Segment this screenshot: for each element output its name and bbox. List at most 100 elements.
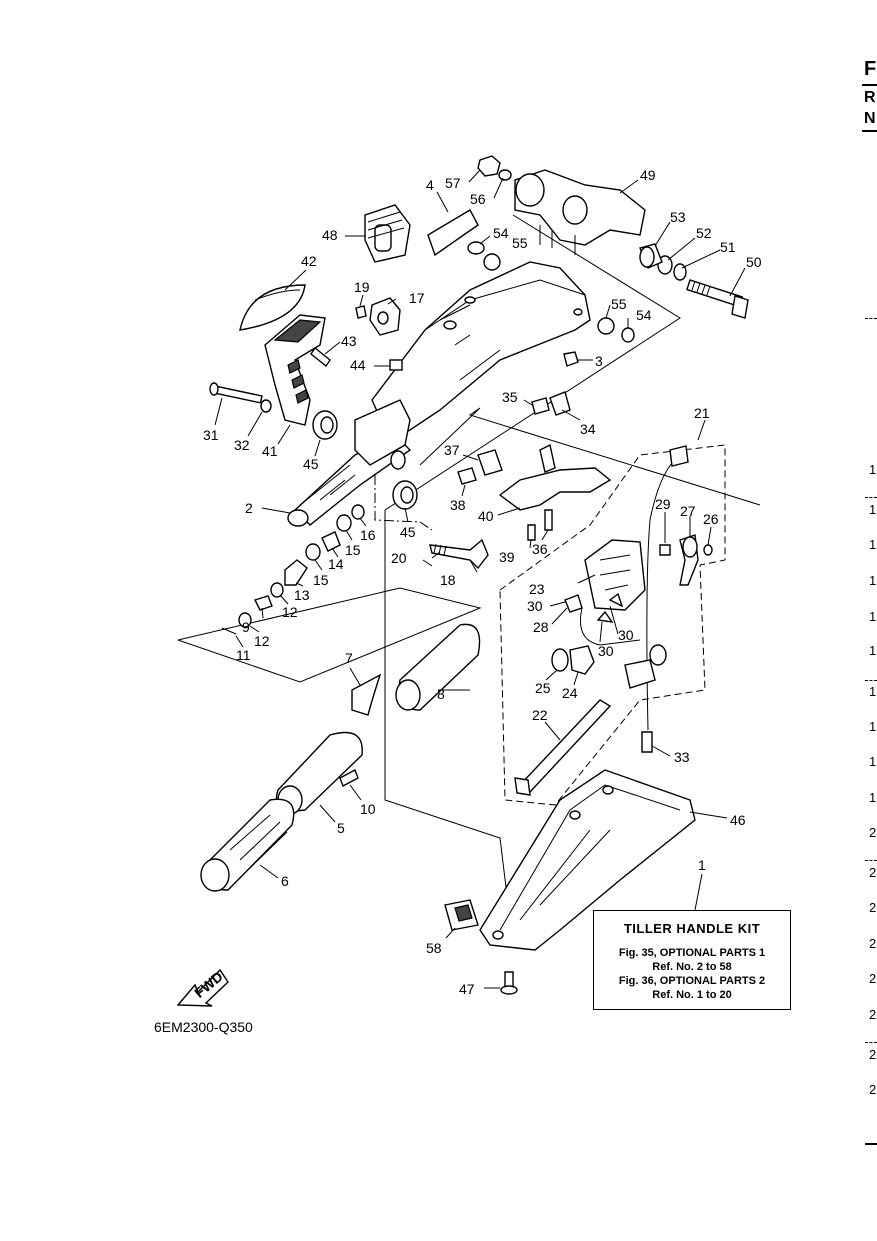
kit-box-line: Ref. No. 1 to 20 xyxy=(652,989,732,1001)
callout-58: 58 xyxy=(426,940,442,956)
tiller-bracket-yoke xyxy=(354,399,411,466)
callout-50: 50 xyxy=(746,254,762,270)
fwd-arrow-icon: FWD xyxy=(176,968,229,1007)
callout-10: 10 xyxy=(360,801,376,817)
tiller-handle-kit-box: TILLER HANDLE KIT Fig. 35, OPTIONAL PART… xyxy=(593,910,791,1010)
part-15b xyxy=(305,543,321,561)
bolt-31-head xyxy=(209,382,219,396)
tiller-bracket-body xyxy=(371,261,591,441)
callout-57: 57 xyxy=(445,175,461,191)
edge-rule xyxy=(862,84,877,86)
group-outline-bracket xyxy=(384,214,681,921)
callout-12b: 12 xyxy=(254,633,270,649)
bracket-40-tab xyxy=(539,443,556,473)
part-9 xyxy=(254,595,273,611)
edge-letter-f: F xyxy=(864,58,877,80)
group-outline-handle-kit xyxy=(419,407,761,506)
callout-22: 22 xyxy=(532,707,548,723)
gear-24 xyxy=(569,645,595,675)
edge-letter-n: N xyxy=(864,110,876,127)
callout-2: 2 xyxy=(245,500,253,516)
pad-44 xyxy=(389,359,403,371)
bracket-49-tabs xyxy=(539,225,576,255)
callout-52: 52 xyxy=(696,225,712,241)
edge-mark: 1 xyxy=(869,684,877,699)
tiller-arm-detail xyxy=(299,464,356,506)
grip-6-end xyxy=(200,858,230,892)
callout-33: 33 xyxy=(674,749,690,765)
edge-mark: 1 xyxy=(869,719,877,734)
kit-box-line: Ref. No. 2 to 58 xyxy=(652,961,732,973)
callout-11: 11 xyxy=(236,647,251,663)
grommet-48-slot xyxy=(374,224,392,252)
edge-dash xyxy=(865,860,877,861)
edge-mark: 2 xyxy=(869,971,877,986)
lower-cover-46-inner xyxy=(499,784,681,931)
edge-rule xyxy=(862,130,877,132)
pin-11 xyxy=(221,627,237,635)
callout-23: 23 xyxy=(529,581,545,597)
callout-9: 9 xyxy=(242,619,250,635)
bolt-47-head xyxy=(500,985,518,995)
callout-55b: 55 xyxy=(611,296,627,312)
washer-54a xyxy=(467,241,485,255)
edge-mark: 2 xyxy=(869,936,877,951)
screw-29 xyxy=(659,544,671,556)
callout-16: 16 xyxy=(360,527,376,543)
callout-31: 31 xyxy=(203,427,219,443)
grip-6-slots xyxy=(229,814,288,869)
clip-37 xyxy=(477,449,503,476)
bracket-hole xyxy=(573,308,583,316)
bushing-45c xyxy=(390,450,406,470)
callout-47: 47 xyxy=(459,981,475,997)
clamp-58-detail xyxy=(454,904,473,922)
callout-40: 40 xyxy=(478,508,494,524)
callout-4: 4 xyxy=(426,177,434,193)
callout-54b: 54 xyxy=(636,307,652,323)
screw-10 xyxy=(339,769,359,787)
sleeve-13 xyxy=(284,559,308,586)
cover-7 xyxy=(351,673,382,716)
edge-mark: 1 xyxy=(869,573,877,588)
kit-box-line: Fig. 35, OPTIONAL PARTS 1 xyxy=(618,947,766,959)
callout-39: 39 xyxy=(499,549,515,565)
switch-17-hole xyxy=(377,311,389,325)
bracket-49-hole xyxy=(562,195,588,225)
edge-mark: 2 xyxy=(869,1007,877,1022)
callout-3: 3 xyxy=(595,353,603,369)
callout-19: 19 xyxy=(354,279,370,295)
pin-20 xyxy=(422,559,433,567)
grip-41-ribs xyxy=(287,359,309,404)
callout-41: 41 xyxy=(262,443,278,459)
callout-1: 1 xyxy=(698,857,706,873)
tiller-arm-end xyxy=(287,509,309,527)
edge-mark: 1 xyxy=(869,754,877,769)
callout-28: 28 xyxy=(533,619,549,635)
bushing-53-face xyxy=(639,246,655,268)
cover-46-hole xyxy=(569,810,581,820)
callout-21: 21 xyxy=(694,405,710,421)
grip-41-top xyxy=(273,319,322,343)
edge-dash xyxy=(865,1042,877,1043)
callout-45b: 45 xyxy=(400,524,416,540)
callout-49: 49 xyxy=(640,167,656,183)
clip-34 xyxy=(549,391,571,416)
cap-42-detail xyxy=(254,289,301,301)
group-outline-dashdot xyxy=(374,475,433,531)
callout-6: 6 xyxy=(281,873,289,889)
grip-sleeve-8-end xyxy=(395,679,421,711)
callout-37: 37 xyxy=(444,442,460,458)
bracket-hole xyxy=(443,320,457,330)
callout-54a: 54 xyxy=(493,225,509,241)
part-30b xyxy=(608,592,624,608)
edge-mark: 1 xyxy=(869,643,877,658)
part-16 xyxy=(351,504,365,520)
throttle-housing-23-detail xyxy=(599,554,631,591)
callout-8: 8 xyxy=(437,686,445,702)
cable-loop xyxy=(580,607,641,646)
callout-24: 24 xyxy=(562,685,578,701)
grommet-48-ribs xyxy=(367,211,405,239)
part-30a xyxy=(596,610,614,623)
tiller-bracket-top xyxy=(424,279,586,381)
